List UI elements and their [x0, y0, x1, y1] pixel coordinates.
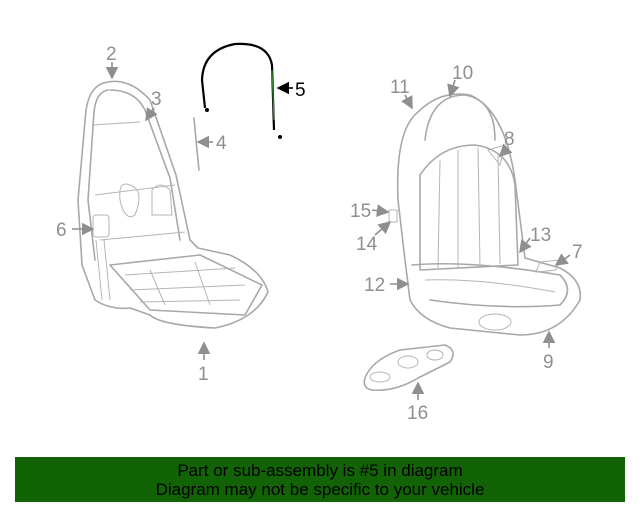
callout-16: 16	[407, 403, 428, 424]
banner-line-disclaimer: Diagram may not be specific to your vehi…	[155, 480, 485, 499]
callout-13: 13	[530, 225, 551, 246]
part-16-switch	[363, 344, 454, 392]
callout-15: 15	[350, 201, 371, 222]
part-4-cable	[193, 117, 200, 171]
callout-5: 5	[295, 80, 306, 101]
callout-3: 3	[151, 89, 162, 110]
seat-frame-illustration	[77, 80, 269, 329]
info-banner: Part or sub-assembly is #5 in diagram Di…	[15, 457, 625, 502]
callout-8: 8	[504, 129, 515, 150]
callout-12: 12	[364, 275, 385, 296]
callout-14: 14	[356, 234, 378, 255]
callout-6: 6	[56, 220, 67, 241]
part-5-cable	[200, 42, 282, 139]
banner-line-part: Part or sub-assembly is #5 in diagram	[177, 461, 463, 480]
callout-9: 9	[543, 352, 554, 373]
callout-4: 4	[216, 133, 227, 154]
seat-assembly-illustration	[388, 93, 582, 336]
callout-1: 1	[198, 364, 209, 385]
callout-7: 7	[572, 242, 583, 263]
callout-11: 11	[390, 77, 410, 98]
callout-10: 10	[452, 63, 473, 84]
callout-2: 2	[106, 44, 117, 65]
